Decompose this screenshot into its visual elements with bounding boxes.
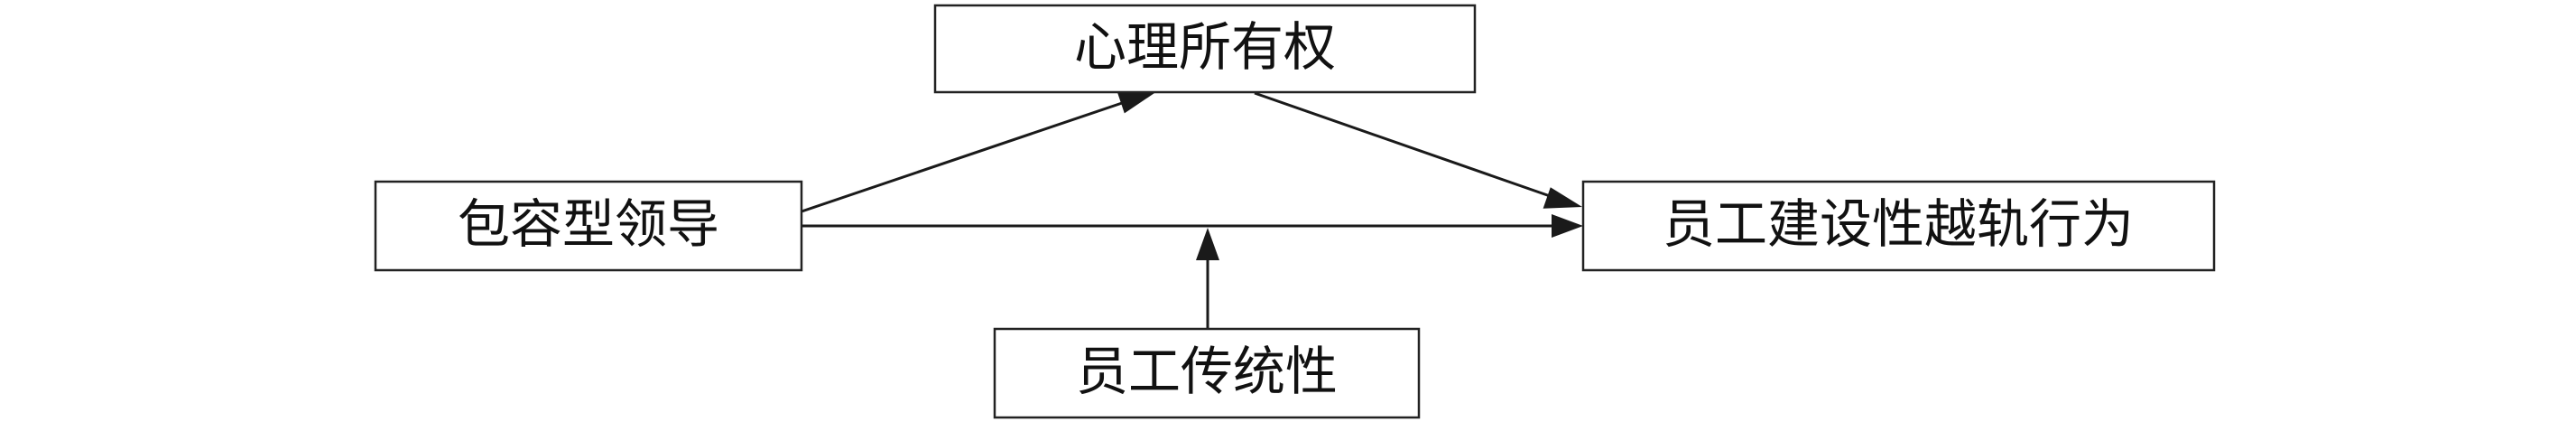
dependent-box [1581,180,2216,272]
independent-label: 包容型领导 [458,193,719,255]
moderator-box [993,327,1421,419]
node-moderator: 员工传统性 [993,327,1421,419]
moderator-label: 员工传统性 [1076,341,1338,402]
independent-box [374,180,803,272]
arrowhead-moderation [1196,228,1219,260]
node-mediator: 心理所有权 [933,4,1477,94]
node-independent: 包容型领导 [374,180,803,272]
mediator-label: 心理所有权 [1074,16,1336,78]
arrowhead-dependent-direct [1552,214,1583,238]
edges [801,91,1583,329]
mediator-box [933,4,1477,94]
edge-independent-to-mediator [801,98,1131,213]
arrowhead-dependent-from-mediator [1543,187,1582,209]
edge-mediator-to-dependent [1254,91,1556,200]
dependent-label: 员工建设性越轨行为 [1663,193,2134,255]
node-dependent: 员工建设性越轨行为 [1581,180,2216,272]
arrowhead-mediator [1117,91,1157,114]
